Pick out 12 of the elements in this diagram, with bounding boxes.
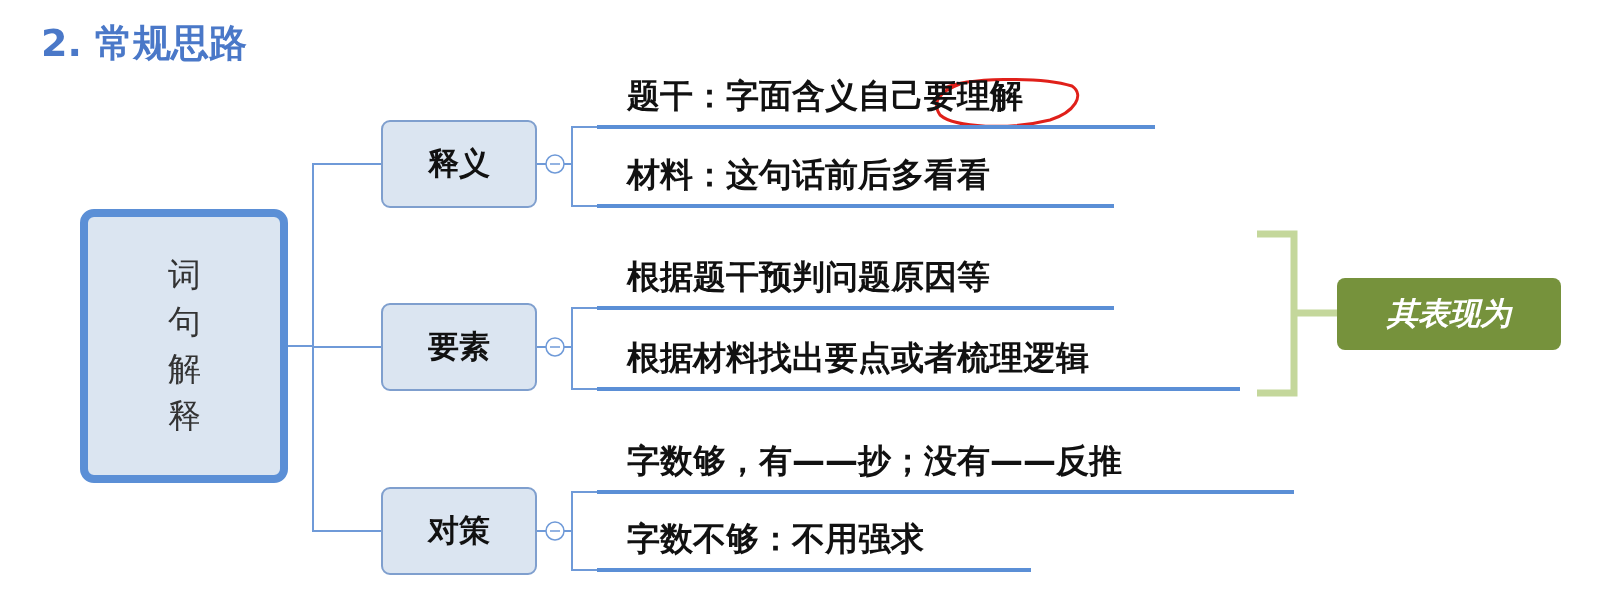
branch-box: 对策 xyxy=(381,487,537,575)
underlined-topic: 根据题干预判问题原因等 xyxy=(597,256,1114,310)
topic-box: 词句解释 xyxy=(80,209,288,483)
underlined-topic: 字数不够：不用强求 xyxy=(597,518,1031,572)
branch-box: 释义 xyxy=(381,120,537,208)
heading: 2. 常规思路 xyxy=(41,20,248,67)
connector xyxy=(287,345,382,532)
branch-box: 要素 xyxy=(381,303,537,391)
underlined-topic: 字数够，有——抄；没有——反推 xyxy=(597,440,1294,494)
underlined-topic: 材料：这句话前后多看看 xyxy=(597,154,1114,208)
underlined-topic: 根据材料找出要点或者梳理逻辑 xyxy=(597,337,1240,391)
summary-box: 其表现为 xyxy=(1337,278,1561,350)
